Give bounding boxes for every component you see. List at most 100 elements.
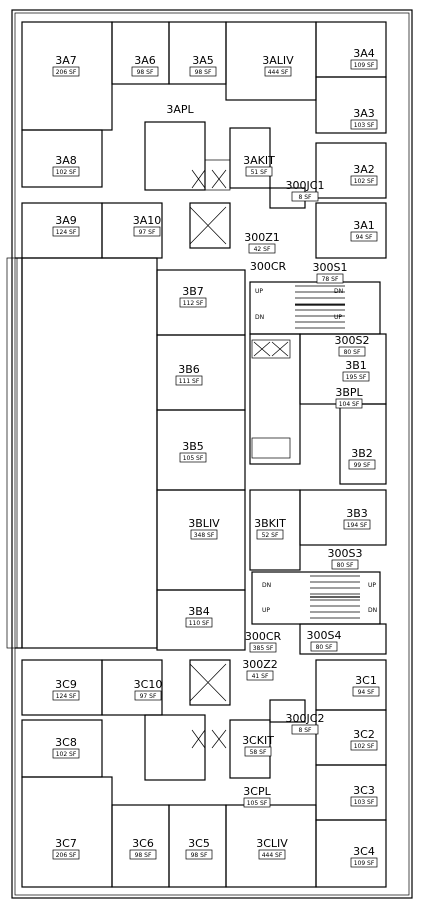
room-label-3c2: 3C2 — [353, 728, 375, 741]
room-label-300z1: 300Z1 — [244, 231, 280, 244]
room-area-3b7: 112 SF — [183, 300, 204, 307]
area-box-300z2 — [246, 670, 274, 681]
room-label-300s4: 300S4 — [307, 629, 342, 642]
room-area-3b2: 99 SF — [354, 462, 371, 469]
room-label-300z2: 300Z2 — [242, 658, 278, 671]
room-area-3ckit: 58 SF — [250, 749, 267, 756]
room-label-3a8: 3A8 — [55, 154, 77, 167]
room-area-300z1: 42 SF — [254, 246, 271, 253]
room-area-3c8: 102 SF — [56, 751, 77, 758]
room-label-3cpl: 3CPL — [243, 785, 271, 798]
area-box-3a3 — [350, 119, 378, 130]
area-box-3b4 — [185, 617, 213, 628]
room-label-3bkit: 3BKIT — [254, 517, 286, 530]
area-box-3bpl — [335, 398, 363, 409]
room-area-3b6: 111 SF — [179, 378, 200, 385]
room-area-300s2: 80 SF — [344, 349, 361, 356]
area-box-3b3 — [343, 519, 371, 530]
wing-3c-walls — [21, 659, 387, 888]
core-walls — [156, 269, 387, 655]
room-area-300s4: 80 SF — [316, 644, 333, 651]
area-box-3c8 — [52, 748, 80, 759]
room-label-3akit: 3AKIT — [243, 154, 275, 167]
wing-3a-walls — [21, 21, 387, 259]
room-area-3bpl: 104 SF — [339, 401, 360, 408]
room-label-3a10: 3A10 — [133, 214, 162, 227]
area-box-3b1 — [342, 371, 370, 382]
area-box-3c6 — [129, 849, 157, 860]
room-label-300jc1: 300JC1 — [286, 179, 325, 192]
area-box-3a1 — [350, 231, 378, 242]
room-area-300s3: 80 SF — [337, 562, 354, 569]
area-box-300jc2 — [291, 724, 319, 735]
room-area-3c1: 94 SF — [358, 689, 375, 696]
area-box-3c5 — [185, 849, 213, 860]
room-label-3b5: 3B5 — [182, 440, 204, 453]
room-area-3c2: 102 SF — [354, 743, 375, 750]
area-box-3a7 — [52, 66, 80, 77]
room-label-3a5: 3A5 — [192, 54, 214, 67]
room-label-3bpl: 3BPL — [335, 386, 363, 399]
room-label-3c7: 3C7 — [55, 837, 77, 850]
stair-mark-up: UP — [262, 607, 270, 614]
area-box-3cliv — [258, 849, 286, 860]
area-box-300cr — [249, 642, 277, 653]
room-area-3c5: 98 SF — [191, 852, 208, 859]
room-area-300cr: 385 SF — [253, 645, 274, 652]
room-area-3bkit: 52 SF — [262, 532, 279, 539]
area-box-3a9 — [52, 226, 80, 237]
area-box-3a8 — [52, 166, 80, 177]
room-area-300z2: 41 SF — [252, 673, 269, 680]
room-area-3a4: 109 SF — [354, 62, 375, 69]
area-box-3c9 — [52, 690, 80, 701]
room-label-3c10: 3C10 — [134, 678, 163, 691]
room-area-3a5: 98 SF — [195, 69, 212, 76]
room-label-300cr: 300CR — [250, 260, 287, 273]
area-box-3c1 — [352, 686, 380, 697]
stair-treads — [295, 285, 360, 619]
room-label-300s3: 300S3 — [328, 547, 363, 560]
area-box-3b2 — [348, 459, 376, 470]
room-area-3c10: 97 SF — [140, 693, 157, 700]
area-box-3c4 — [350, 857, 378, 868]
room-area-3a9: 124 SF — [56, 229, 77, 236]
stair-mark-up: UP — [334, 314, 342, 321]
area-box-300s4 — [310, 641, 338, 652]
stair-mark-up: UP — [368, 582, 376, 589]
room-area-3a7: 206 SF — [56, 69, 77, 76]
room-area-3a1: 94 SF — [356, 234, 373, 241]
room-area-3a2: 102 SF — [354, 178, 375, 185]
room-label-3a6: 3A6 — [134, 54, 156, 67]
area-box-3b6 — [175, 375, 203, 386]
room-area-3a6: 98 SF — [137, 69, 154, 76]
room-label-3b2: 3B2 — [351, 447, 373, 460]
room-area-3aliv: 444 SF — [268, 69, 289, 76]
area-box-3akit — [245, 166, 273, 177]
room-area-3b3: 194 SF — [347, 522, 368, 529]
room-label-3a2: 3A2 — [353, 163, 375, 176]
area-box-3bliv — [190, 529, 218, 540]
room-label-3aliv: 3ALIV — [262, 54, 294, 67]
room-label-300s2: 300S2 — [335, 334, 370, 347]
stair-mark-dn: DN — [262, 582, 271, 589]
room-label-3c1: 3C1 — [355, 674, 377, 687]
room-label-300cr: 300CR — [245, 630, 282, 643]
area-box-3b7 — [179, 297, 207, 308]
area-box-3c3 — [350, 796, 378, 807]
stair-mark-dn: DN — [255, 314, 264, 321]
area-box-3a5 — [189, 66, 217, 77]
room-label-3a3: 3A3 — [353, 107, 375, 120]
area-box-300s2 — [338, 346, 366, 357]
room-area-3a8: 102 SF — [56, 169, 77, 176]
area-box-3c7 — [52, 849, 80, 860]
room-label-3ckit: 3CKIT — [242, 734, 274, 747]
area-box-3a2 — [350, 175, 378, 186]
area-box-3bkit — [256, 529, 284, 540]
area-box-3a10 — [133, 226, 161, 237]
area-box-3b5 — [179, 452, 207, 463]
room-label-3c4: 3C4 — [353, 845, 375, 858]
area-box-3ckit — [244, 746, 272, 757]
room-label-3cliv: 3CLIV — [256, 837, 288, 850]
room-area-3bliv: 348 SF — [194, 532, 215, 539]
